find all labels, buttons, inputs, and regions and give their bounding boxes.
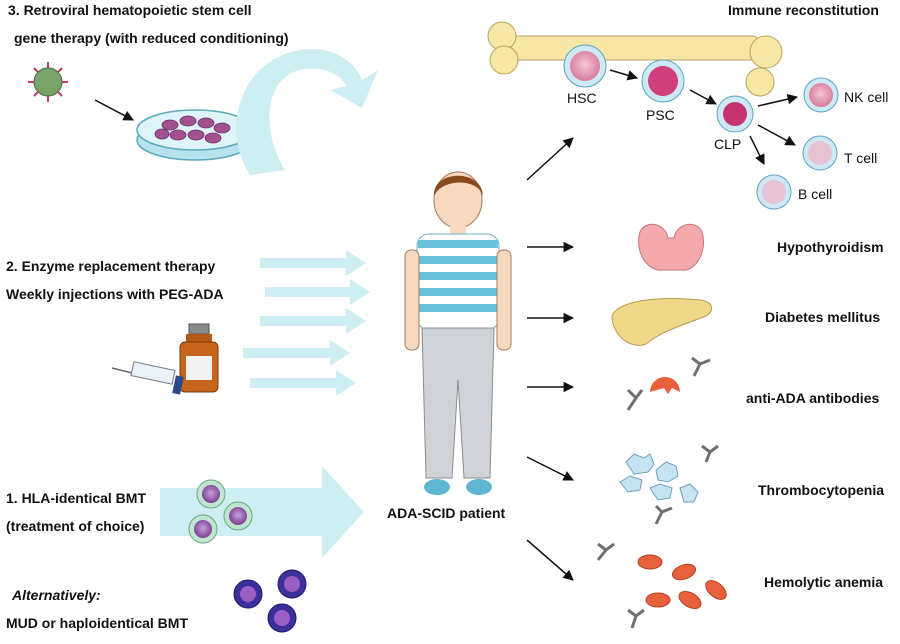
bmt-title: 1. HLA-identical BMT — [6, 490, 147, 506]
bmt-subtitle: (treatment of choice) — [6, 518, 145, 534]
vial-icon — [179, 323, 219, 393]
alt-bmt-text: MUD or haploidentical BMT — [6, 615, 188, 631]
clp-cell-icon — [716, 95, 754, 133]
clp-arrows — [749, 94, 799, 165]
antibodies-label: anti-ADA antibodies — [746, 390, 880, 406]
alt-bmt-label: Alternatively: — [12, 587, 101, 603]
thrombocytopenia-label: Thrombocytopenia — [758, 482, 885, 498]
bone-icon — [487, 21, 783, 97]
nk-cell-label: NK cell — [844, 89, 889, 105]
anemia-label: Hemolytic anemia — [764, 574, 884, 590]
virus-icon — [28, 62, 68, 102]
enzyme-arrows — [243, 250, 370, 396]
t-cell-icon — [802, 135, 838, 171]
antibody-icons — [596, 444, 719, 629]
clp-label: CLP — [714, 136, 742, 152]
stem-cells-icon — [188, 479, 253, 544]
hypothyroidism-label: Hypothyroidism — [777, 239, 884, 255]
petri-dish-icon — [136, 109, 254, 161]
antibody-enzyme-icon — [626, 356, 711, 411]
bmt-big-arrow — [160, 466, 364, 558]
gene-therapy-subtitle: gene therapy (with reduced conditioning) — [14, 30, 289, 46]
pancreas-icon — [611, 298, 713, 346]
patient-label: ADA-SCID patient — [387, 505, 506, 521]
patient-figure — [404, 171, 512, 495]
donor-cells-icon — [233, 569, 307, 633]
platelets-icon — [619, 453, 699, 503]
t-cell-label: T cell — [844, 150, 878, 166]
outcome-arrows — [526, 137, 575, 581]
enzyme-therapy-title: 2. Enzyme replacement therapy — [6, 258, 216, 274]
curved-return-arrow — [236, 49, 378, 175]
psc-to-clp-arrow — [689, 89, 717, 105]
nk-cell-icon — [803, 77, 839, 113]
hsc-to-psc-arrow — [609, 69, 639, 81]
red-blood-cells-icon — [637, 554, 727, 610]
b-cell-icon — [756, 174, 792, 210]
hsc-cell-icon — [563, 44, 607, 88]
psc-cell-icon — [641, 59, 685, 103]
diabetes-label: Diabetes mellitus — [765, 309, 881, 325]
virus-to-dish-arrow — [94, 99, 134, 121]
psc-label: PSC — [646, 107, 675, 123]
thyroid-icon — [638, 223, 704, 271]
b-cell-label: B cell — [798, 186, 833, 202]
immune-reconstitution-title: Immune reconstitution — [728, 2, 879, 18]
enzyme-therapy-subtitle: Weekly injections with PEG-ADA — [6, 286, 224, 302]
syringe-icon — [111, 361, 184, 395]
hsc-label: HSC — [567, 90, 597, 106]
gene-therapy-title: 3. Retroviral hematopoietic stem cell — [8, 2, 252, 18]
